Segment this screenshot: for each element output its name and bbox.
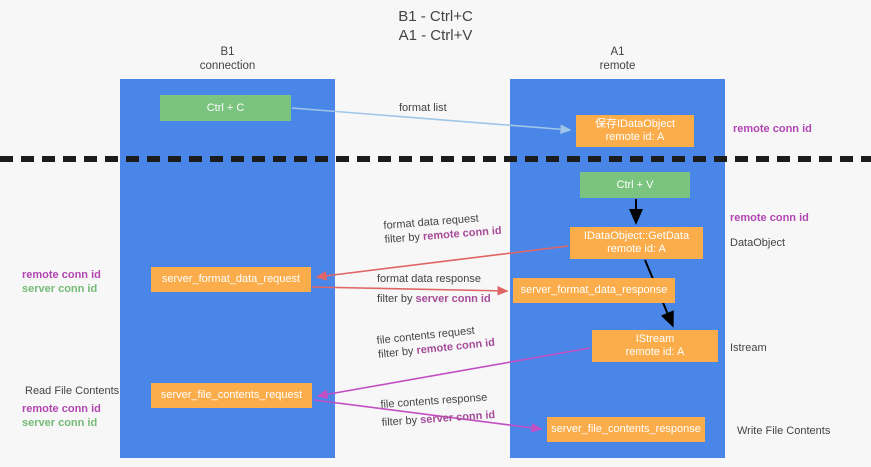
label-server-conn-id: server conn id [22, 417, 98, 429]
diagram-title: B1 - Ctrl+C A1 - Ctrl+V [398, 8, 473, 44]
annotation-file-contents-response: file contents response filter by server … [380, 390, 496, 430]
lane-header-b1: B1 connection [199, 46, 256, 72]
label-conn-ids-bottom: remote conn id server conn id [22, 402, 101, 430]
label-remote-conn-id: remote conn id [22, 403, 101, 415]
filter-prefix: filter by [377, 344, 418, 361]
box-server-file-contents-request[interactable]: server_file_contents_request [151, 383, 312, 408]
filter-prefix: filter by [381, 414, 421, 429]
annotation-format-data-response-line2: filter by server conn id [377, 292, 491, 306]
label-remote-conn-id: remote conn id [22, 269, 101, 281]
label-remote-conn-id-top: remote conn id [733, 123, 812, 135]
annotation-format-data-request: format data request filter by remote con… [383, 210, 502, 247]
label-remote-conn-id-mid: remote conn id [730, 212, 809, 224]
label-server-conn-id: server conn id [22, 283, 98, 295]
box-save-idataobject[interactable]: 保存IDataObject remote id: A [576, 115, 694, 147]
box-istream[interactable]: IStream remote id: A [592, 330, 718, 362]
box-ctrl-v[interactable]: Ctrl + V [580, 172, 690, 198]
box-ctrl-c[interactable]: Ctrl + C [160, 95, 291, 121]
filter-prefix: filter by [377, 293, 416, 305]
annotation-format-data-response-line1: format data response [377, 273, 481, 285]
label-write-file-contents: Write File Contents [737, 425, 831, 437]
filter-key-server-conn-id: server conn id [415, 293, 491, 305]
filter-key-server-conn-id: server conn id [419, 409, 496, 427]
box-server-format-data-response[interactable]: server_format_data_response [513, 278, 675, 303]
filter-prefix: filter by [384, 230, 424, 246]
label-dataobject: DataObject [730, 237, 786, 249]
annotation-file-contents-request: file contents request filter by remote c… [376, 322, 496, 362]
box-idataobject-getdata[interactable]: IDataObject::GetData remote id: A [570, 227, 703, 259]
annotation-file-contents-response-line2: filter by server conn id [381, 408, 495, 430]
label-read-file-contents: Read File Contents [25, 385, 120, 397]
section-divider [0, 156, 871, 162]
label-conn-ids-middle: remote conn id server conn id [22, 268, 101, 296]
box-server-file-contents-response[interactable]: server_file_contents_response [547, 417, 705, 442]
annotation-format-list: format list [399, 102, 447, 114]
label-istream: Istream [730, 342, 767, 354]
lane-header-a1: A1 remote [599, 46, 636, 72]
box-server-format-data-request[interactable]: server_format_data_request [151, 267, 311, 292]
annotation-format-data-response: format data response filter by server co… [377, 272, 491, 306]
